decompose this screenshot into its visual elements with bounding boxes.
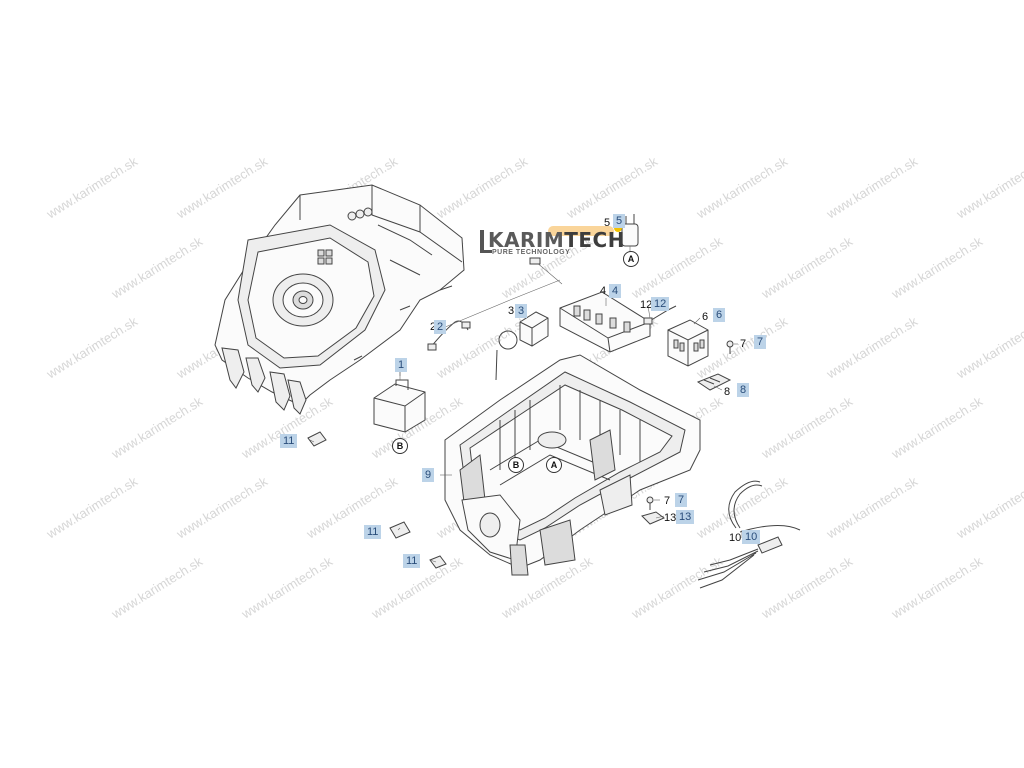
marker-b-transformer: B (392, 438, 408, 454)
top-cover-part (214, 184, 465, 415)
callout-box: 7 (754, 335, 767, 349)
logo-wordmark: KARIMTECH (488, 228, 625, 252)
logo-brand-right: TECH (564, 228, 625, 252)
main-housing-part (444, 354, 701, 576)
callout-number: 8 (724, 386, 731, 398)
logo-dot-icon (614, 224, 622, 232)
logo-tagline: PURE TECHNOLOGY (492, 249, 571, 256)
callout-box: 1 (395, 358, 408, 372)
logo-brand-left: KARIM (488, 228, 565, 252)
logo-bar-icon (480, 230, 484, 252)
callout-box: 6 (713, 308, 726, 322)
logo-bar-icon (480, 250, 492, 253)
callout-number: 12 (640, 299, 653, 311)
clip-part (307, 431, 447, 569)
marker-a-capacitor: A (623, 251, 639, 267)
callout-box: 11 (364, 525, 382, 539)
callout-number: 10 (729, 532, 742, 544)
callout-box: 3 (515, 304, 528, 318)
callout-number: 13 (664, 512, 677, 524)
callout-box: 8 (737, 383, 750, 397)
callout-box: 2 (434, 320, 447, 334)
callout-box: 7 (675, 493, 688, 507)
callout-box: 4 (609, 284, 622, 298)
callout-number: 4 (600, 285, 607, 297)
circuit-board-part (529, 257, 651, 353)
marker-a-housing: A (546, 457, 562, 473)
terminal-clamp-part (641, 496, 665, 525)
callout-number: 3 (508, 305, 515, 317)
callout-box: 13 (676, 510, 695, 524)
callout-number: 2 (430, 320, 436, 334)
controller-part (495, 311, 549, 381)
callout-number: 6 (702, 311, 709, 323)
callout-box: 10 (742, 530, 761, 544)
callout-number: 5 (604, 217, 611, 229)
callout-box: 5 (613, 214, 626, 228)
callout-box: 11 (403, 554, 421, 568)
callout-number: 7 (740, 338, 747, 350)
wire-harness-part (427, 279, 561, 351)
screw-part (726, 340, 734, 354)
callout-box: 12 (651, 297, 670, 311)
contactor-part (667, 319, 709, 367)
transformer-part (373, 370, 426, 433)
marker-b-housing: B (508, 457, 524, 473)
callout-number: 7 (664, 495, 671, 507)
bracket-part (696, 373, 732, 391)
logo-wave-icon (548, 226, 614, 236)
callout-box: 11 (280, 434, 298, 448)
callout-box: 9 (422, 468, 435, 482)
karimtech-logo: KARIMTECH PURE TECHNOLOGY (478, 224, 628, 262)
